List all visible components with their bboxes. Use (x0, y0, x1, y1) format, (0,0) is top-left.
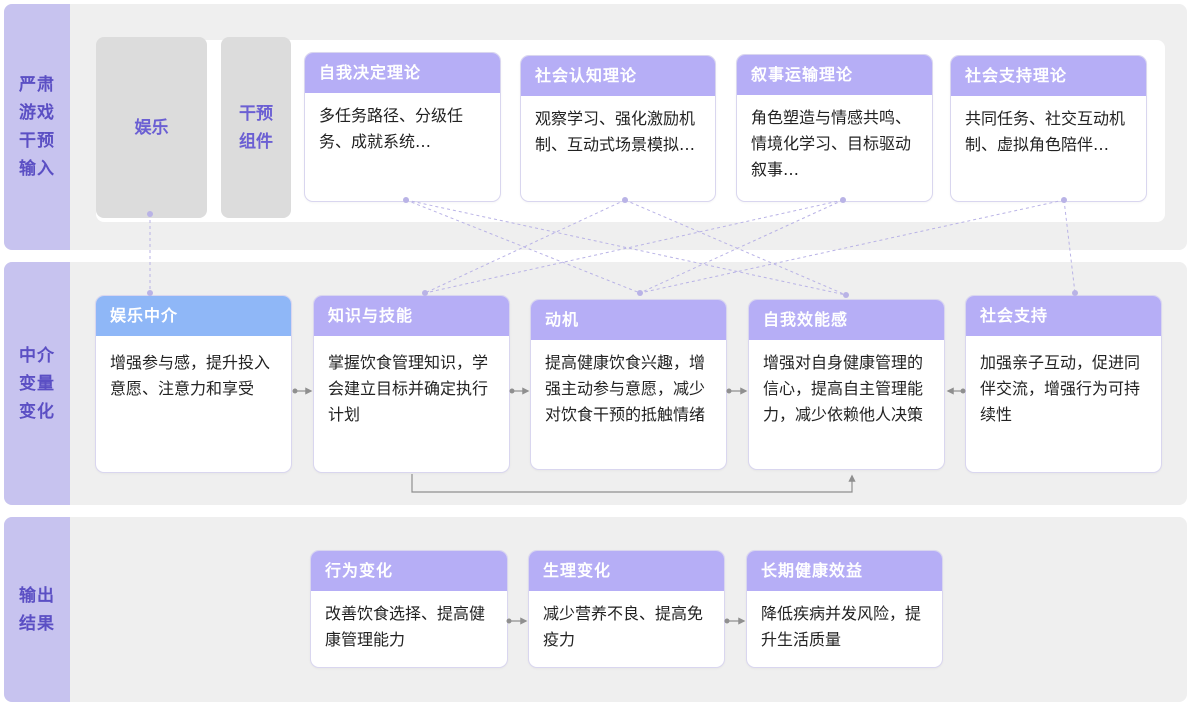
output-card-behavior: 行为变化 改善饮食选择、提高健康管理能力 (310, 550, 508, 668)
card-title: 行为变化 (311, 551, 507, 591)
mediator-card-social-support: 社会支持 加强亲子互动，促进同伴交流，增强行为可持续性 (965, 295, 1162, 473)
card-text: 掌握饮食管理知识，学会建立目标并确定执行计划 (328, 353, 489, 424)
theory-card-narrative-transport: 叙事运输理论 角色塑造与情感共鸣、情境化学习、目标驱动叙事… (736, 54, 933, 202)
card-title: 动机 (531, 300, 726, 340)
card-title: 社会支持 (966, 296, 1161, 336)
card-text: 角色塑造与情感共鸣、情境化学习、目标驱动叙事… (751, 108, 912, 179)
mediator-card-entertainment: 娱乐中介 增强参与感，提升投入意愿、注意力和享受 (95, 295, 292, 473)
input-band: 严肃 游戏 干预 输入 娱乐 干预 组件 自我决定理论 多任务路径、分级任务、成… (4, 4, 1187, 250)
card-title: 娱乐中介 (96, 296, 291, 336)
mediator-flow-arrows (295, 387, 963, 493)
card-title: 长期健康效益 (747, 551, 942, 591)
mediator-band: 中介 变量 变化 娱乐中介 增强参与感，提升投入意愿、注意力和享受 知识与技能 … (4, 262, 1187, 505)
entertainment-box: 娱乐 (96, 37, 207, 218)
card-title: 社会认知理论 (521, 56, 715, 96)
mediator-flow-dots (292, 388, 966, 394)
card-title: 知识与技能 (314, 296, 509, 336)
output-card-long-term: 长期健康效益 降低疾病并发风险，提升生活质量 (746, 550, 943, 668)
mediator-band-label: 中介 变量 变化 (4, 262, 70, 505)
mediator-card-self-efficacy: 自我效能感 增强对自身健康管理的信心，提高自主管理能力，减少依赖他人决策 (748, 299, 945, 470)
card-text: 降低疾病并发风险，提升生活质量 (761, 604, 922, 649)
output-band-label: 输出 结果 (4, 517, 70, 702)
theory-card-social-cognitive: 社会认知理论 观察学习、强化激励机制、互动式场景模拟… (520, 55, 716, 202)
output-card-physiology: 生理变化 减少营养不良、提高免疫力 (528, 550, 725, 668)
output-band: 输出 结果 行为变化 改善饮食选择、提高健康管理能力 生理变化 减少营养不良、提… (4, 517, 1187, 702)
card-title: 生理变化 (529, 551, 724, 591)
card-text: 加强亲子互动，促进同伴交流，增强行为可持续性 (980, 353, 1141, 424)
card-text: 增强对自身健康管理的信心，提高自主管理能力，减少依赖他人决策 (763, 353, 924, 424)
card-title: 自我效能感 (749, 300, 944, 340)
card-title: 自我决定理论 (305, 53, 500, 93)
card-text: 观察学习、强化激励机制、互动式场景模拟… (535, 109, 696, 154)
output-flow-dots (506, 618, 730, 624)
mediator-card-motivation: 动机 提高健康饮食兴趣，增强主动参与意愿，减少对饮食干预的抵触情绪 (530, 299, 727, 470)
theory-anchor-dots (147, 197, 1078, 298)
card-text: 多任务路径、分级任务、成就系统… (319, 106, 464, 151)
card-title: 社会支持理论 (951, 56, 1146, 96)
theory-card-self-determination: 自我决定理论 多任务路径、分级任务、成就系统… (304, 52, 501, 202)
theory-card-social-support: 社会支持理论 共同任务、社交互动机制、虚拟角色陪伴… (950, 55, 1147, 202)
mediator-card-knowledge-skills: 知识与技能 掌握饮食管理知识，学会建立目标并确定执行计划 (313, 295, 510, 473)
card-text: 改善饮食选择、提高健康管理能力 (325, 604, 486, 649)
card-text: 减少营养不良、提高免疫力 (543, 604, 704, 649)
card-text: 增强参与感，提升投入意愿、注意力和享受 (110, 353, 271, 398)
card-text: 共同任务、社交互动机制、虚拟角色陪伴… (965, 109, 1126, 154)
components-box: 干预 组件 (221, 37, 291, 218)
theory-to-mediator-lines (149, 199, 1076, 296)
card-text: 提高健康饮食兴趣，增强主动参与意愿，减少对饮食干预的抵触情绪 (545, 353, 706, 424)
card-title: 叙事运输理论 (737, 55, 932, 95)
input-band-label: 严肃 游戏 干预 输入 (4, 4, 70, 250)
